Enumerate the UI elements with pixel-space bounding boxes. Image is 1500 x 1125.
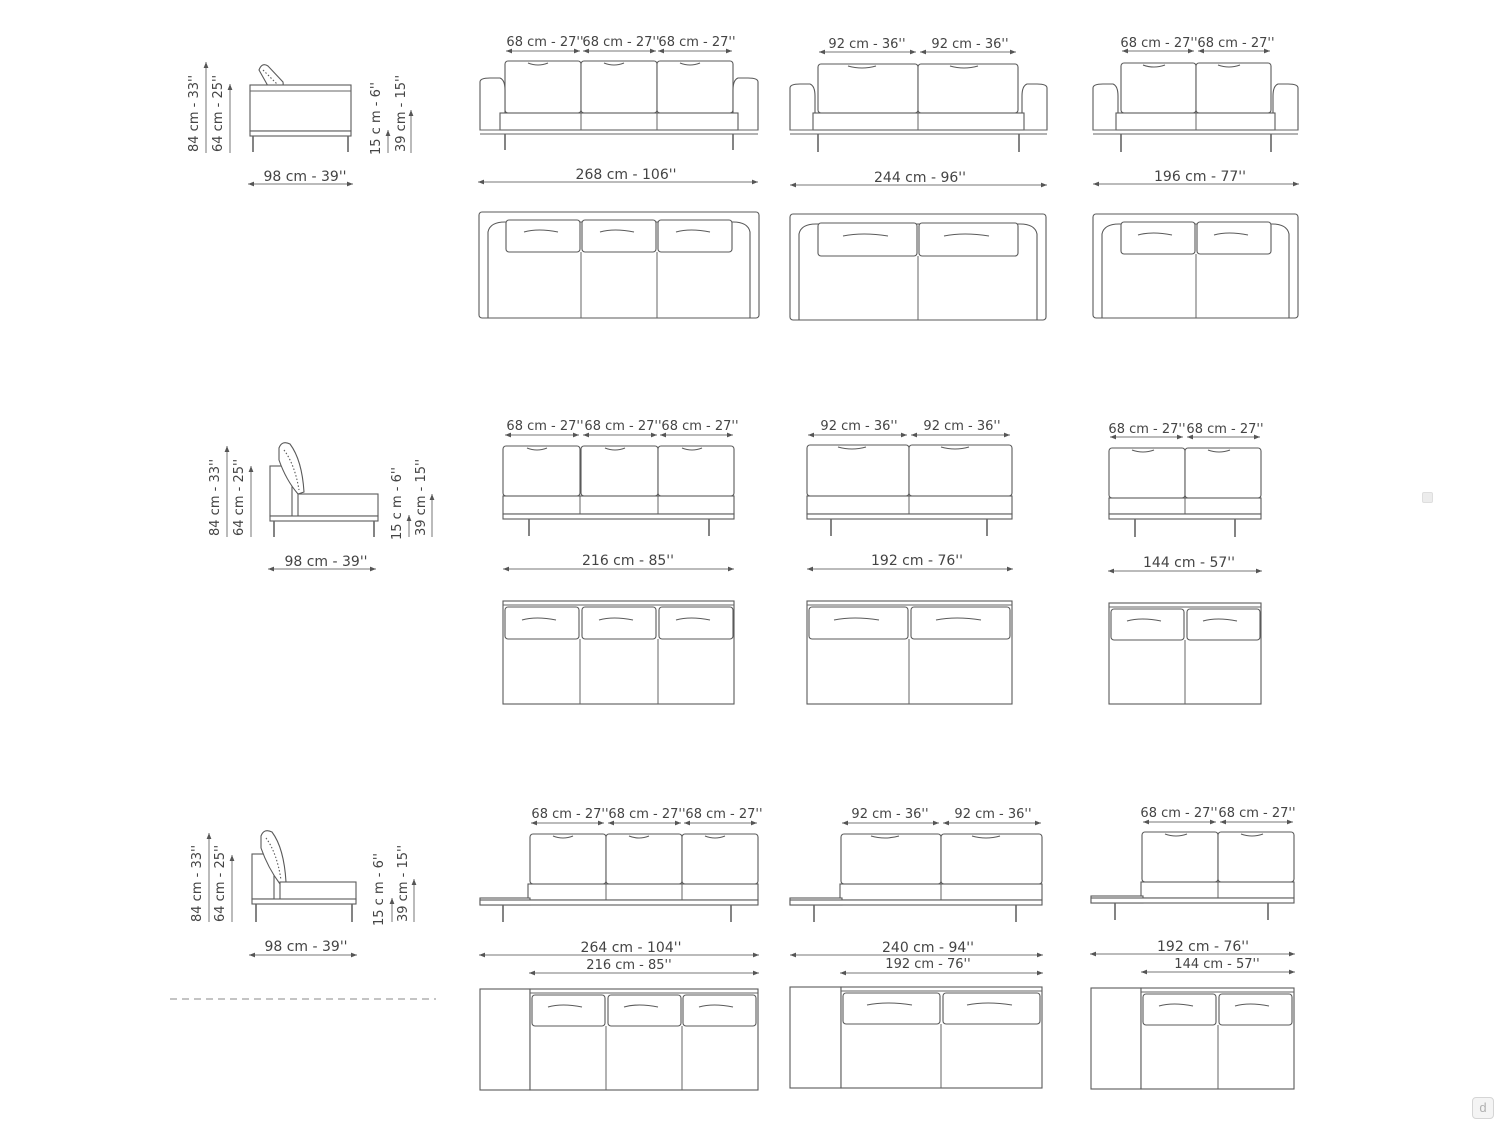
cushion-width-label: 92 cm - 36'' [820,419,897,434]
seat-height-label: 39 cm - 15'' [414,459,429,536]
leg-height-label: 15 c m - 6'' [369,82,384,155]
side-profile-side-table: 84 cm - 33'' 64 cm - 25'' 15 c m - 6'' 3… [190,830,417,958]
watermark-logo: d [1472,1097,1494,1119]
depth-label: 98 cm - 39'' [264,939,347,955]
sofa-2-seater-large-top-view [789,213,1047,321]
overall-width-label: 196 cm - 77'' [1154,169,1246,185]
height-total-label: 84 cm - 33'' [190,845,205,922]
sofa-3-seater-front: 68 cm - 27'' 68 cm - 27'' 68 cm - 27'' 2… [502,419,739,572]
row-armless-sofas: 84 cm - 33'' 64 cm - 25'' 15 c m - 6'' 3… [208,419,1264,705]
side-profile-armrest: 84 cm - 33'' 64 cm - 25'' 15 c m - 6'' 3… [187,62,414,187]
cushion-width-label: 68 cm - 27'' [1197,36,1274,51]
sofa-2-seater-large-front: 92 cm - 36'' 92 cm - 36'' 240 cm - 94'' … [789,807,1043,976]
cushion-width-label: 68 cm - 27'' [531,807,608,822]
cushion-width-label: 68 cm - 27'' [582,35,659,50]
overall-width-label: 192 cm - 76'' [871,553,963,569]
cushion-width-label: 68 cm - 27'' [608,807,685,822]
sofa-2-seater-top-view [1092,213,1299,319]
sofa-3-seater-top-view [479,988,759,1091]
cushion-width-label: 68 cm - 27'' [584,419,661,434]
row-armrest-sofas: 84 cm - 33'' 64 cm - 25'' 15 c m - 6'' 3… [187,35,1299,321]
sofa-3-seater-top-view [478,211,760,319]
side-profile-armless: 84 cm - 33'' 64 cm - 25'' 15 c m - 6'' 3… [208,442,435,572]
leg-height-label: 15 c m - 6'' [390,467,405,540]
cushion-width-label: 68 cm - 27'' [685,807,762,822]
cushion-width-label: 68 cm - 27'' [1108,422,1185,437]
sofa-2-seater-large-top-view [789,986,1043,1089]
scroll-marker [1422,492,1433,503]
seat-width-label: 144 cm - 57'' [1174,957,1259,972]
cushion-width-label: 92 cm - 36'' [954,807,1031,822]
seat-height-label: 39 cm - 15'' [396,845,411,922]
sofa-2-seater-front: 68 cm - 27'' 68 cm - 27'' 144 cm - 57'' [1108,422,1264,574]
depth-label: 98 cm - 39'' [284,554,367,570]
cushion-width-label: 68 cm - 27'' [506,35,583,50]
overall-width-label: 268 cm - 106'' [576,167,677,183]
sofa-2-seater-front: 68 cm - 27'' 68 cm - 27'' 192 cm - 76'' … [1090,806,1296,975]
depth-label: 98 cm - 39'' [263,169,346,185]
leg-height-label: 15 c m - 6'' [372,853,387,926]
sofa-3-seater-front: 68 cm - 27'' 68 cm - 27'' 68 cm - 27'' 2… [479,807,763,976]
seat-height-label: 39 cm - 15'' [394,75,409,152]
seat-width-label: 192 cm - 76'' [885,957,970,972]
sofa-2-seater-top-view [1108,602,1262,705]
sofa-2-seater-large-top-view [806,600,1013,705]
row-sofas-with-side-table: 84 cm - 33'' 64 cm - 25'' 15 c m - 6'' 3… [170,806,1296,1091]
height-arm-label: 64 cm - 25'' [232,459,247,536]
overall-width-label: 192 cm - 76'' [1157,939,1249,955]
overall-width-label: 244 cm - 96'' [874,170,966,186]
cushion-width-label: 68 cm - 27'' [1120,36,1197,51]
sofa-2-seater-large-front: 92 cm - 36'' 92 cm - 36'' 244 cm - 96'' [789,37,1048,188]
height-arm-label: 64 cm - 25'' [211,75,226,152]
height-arm-label: 64 cm - 25'' [213,845,228,922]
height-total-label: 84 cm - 33'' [187,75,202,152]
cushion-width-label: 92 cm - 36'' [923,419,1000,434]
overall-width-label: 240 cm - 94'' [882,940,974,956]
sofa-3-seater-top-view [502,600,735,705]
sofa-2-seater-top-view [1090,987,1295,1090]
sofa-2-seater-large-front: 92 cm - 36'' 92 cm - 36'' 192 cm - 76'' [806,419,1013,572]
cushion-width-label: 92 cm - 36'' [828,37,905,52]
sofa-3-seater-front: 68 cm - 27'' 68 cm - 27'' 68 cm - 27'' 2… [478,35,759,185]
cushion-width-label: 68 cm - 27'' [658,35,735,50]
cushion-width-label: 92 cm - 36'' [851,807,928,822]
cushion-width-label: 68 cm - 27'' [1218,806,1295,821]
overall-width-label: 144 cm - 57'' [1143,555,1235,571]
cushion-width-label: 68 cm - 27'' [661,419,738,434]
sofa-2-seater-front: 68 cm - 27'' 68 cm - 27'' 196 cm - 77'' [1092,36,1299,187]
cushion-width-label: 68 cm - 27'' [1186,422,1263,437]
height-total-label: 84 cm - 33'' [208,459,223,536]
cushion-width-label: 68 cm - 27'' [506,419,583,434]
overall-width-label: 264 cm - 104'' [581,940,682,956]
cushion-width-label: 68 cm - 27'' [1140,806,1217,821]
overall-width-label: 216 cm - 85'' [582,553,674,569]
seat-width-label: 216 cm - 85'' [586,958,671,973]
cushion-width-label: 92 cm - 36'' [931,37,1008,52]
